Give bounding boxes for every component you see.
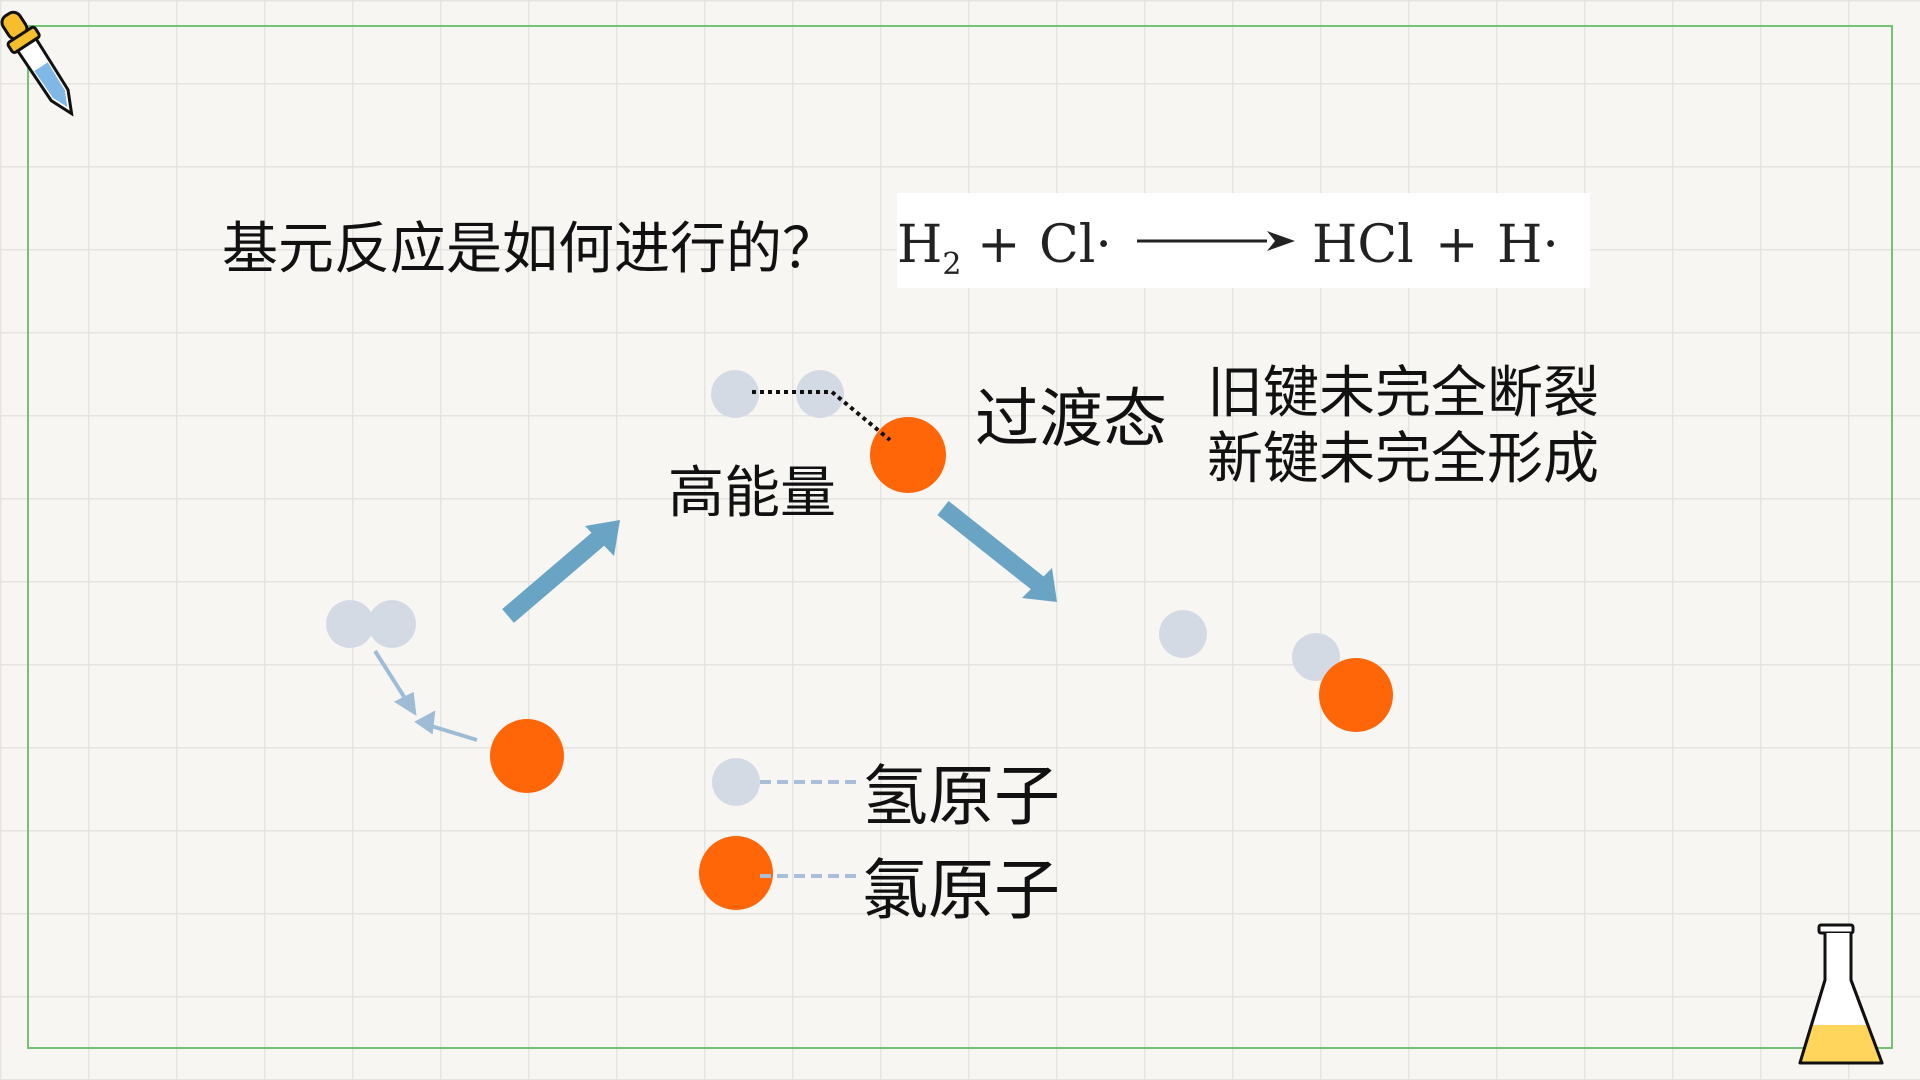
hydrogen-atom bbox=[711, 370, 759, 418]
equation-reactant-2: Cl· bbox=[1039, 215, 1112, 275]
equation-arrow-icon bbox=[1137, 231, 1295, 251]
legend-hydrogen-swatch bbox=[712, 758, 760, 806]
chlorine-atom bbox=[870, 417, 946, 493]
equation-product-2: H· bbox=[1497, 215, 1559, 275]
dropper-icon bbox=[0, 10, 74, 117]
arrow-down-icon bbox=[937, 500, 1057, 602]
arrow-up-icon bbox=[502, 520, 620, 623]
partial-bond-dotted bbox=[752, 390, 892, 442]
chlorine-atom bbox=[490, 719, 564, 793]
transition-state-label: 过渡态 bbox=[975, 383, 1167, 457]
small-approach-arrow bbox=[373, 649, 478, 742]
equation-product-1: HCl bbox=[1312, 215, 1414, 275]
transition-state-desc-line-2: 新键未完全形成 bbox=[1207, 427, 1599, 492]
reaction-equation: H2 + Cl· HCl + H· bbox=[897, 193, 1590, 288]
high-energy-label: 高能量 bbox=[668, 461, 836, 526]
equation-reactant-1: H2 bbox=[897, 215, 962, 282]
hydrogen-atom bbox=[1292, 633, 1340, 681]
chlorine-atom bbox=[1319, 658, 1393, 732]
hydrogen-atom bbox=[1159, 610, 1207, 658]
hydrogen-atom bbox=[368, 600, 416, 648]
hydrogen-atom bbox=[326, 600, 374, 648]
equation-plus-1: + bbox=[977, 215, 1021, 275]
slide-frame bbox=[27, 25, 1893, 1049]
flask-icon bbox=[1798, 923, 1884, 1065]
legend-chlorine-swatch bbox=[699, 836, 773, 910]
page-title: 基元反应是如何进行的？ bbox=[222, 217, 838, 282]
legend-chlorine-label: 氯原子 bbox=[862, 852, 1060, 929]
equation-plus-2: + bbox=[1435, 215, 1479, 275]
legend-hydrogen-label: 氢原子 bbox=[862, 758, 1060, 835]
transition-state-desc-line-1: 旧键未完全断裂 bbox=[1207, 361, 1599, 426]
